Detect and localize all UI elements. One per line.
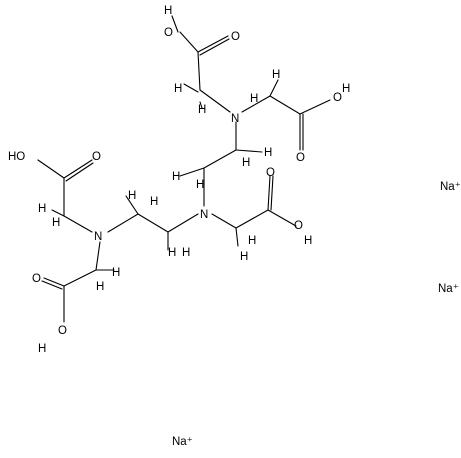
hydrogen-label: H [112,267,120,279]
hydrogen-label: H [272,69,280,81]
oxygen-label: O [333,92,342,104]
oxygen-label: O [92,151,101,163]
oxygen-label: O [294,220,303,232]
atom-labels: H O O H H N H H O H O H H H H N O O H H … [8,5,350,355]
hydrogen-label: H [240,251,248,263]
oxygen-label: O [231,31,240,43]
hydroxyl-label: HO [8,151,25,163]
oxygen-label: O [58,325,67,337]
hydrogen-label: H [198,104,206,116]
counter-ions: Na⁺ Na⁺ Na⁺ [172,181,461,448]
hydrogen-label: H [248,235,256,247]
bond-lines [37,15,331,323]
sodium-ion-label: Na⁺ [172,436,193,448]
hydrogen-label: H [196,179,204,191]
hydrogen-label: H [38,343,46,355]
nitrogen-label-n3: N [94,231,102,243]
oxygen-label: O [164,27,173,39]
hydrogen-label: H [242,157,250,169]
hydrogen-label: H [128,190,136,202]
sodium-ion-label: Na⁺ [440,181,461,193]
hydrogen-label: H [174,83,182,95]
hydrogen-label: H [150,196,158,208]
sodium-ion-label: Na⁺ [438,283,459,295]
hydrogen-label: H [96,281,104,293]
hydrogen-label: H [168,247,176,259]
hydrogen-label: H [304,235,312,247]
oxygen-label: O [32,273,41,285]
hydrogen-label: H [164,5,172,17]
hydrogen-label: H [264,147,272,159]
hydrogen-label: H [182,247,190,259]
oxygen-label: O [266,167,275,179]
hydrogen-label: H [250,93,258,105]
nitrogen-label-n2: N [200,209,208,221]
hydrogen-label: H [52,217,60,229]
nitrogen-label-n1: N [231,113,239,125]
oxygen-label: O [296,152,305,164]
hydrogen-label: H [342,83,350,95]
hydrogen-label: H [172,171,180,183]
hydrogen-label: H [38,203,46,215]
